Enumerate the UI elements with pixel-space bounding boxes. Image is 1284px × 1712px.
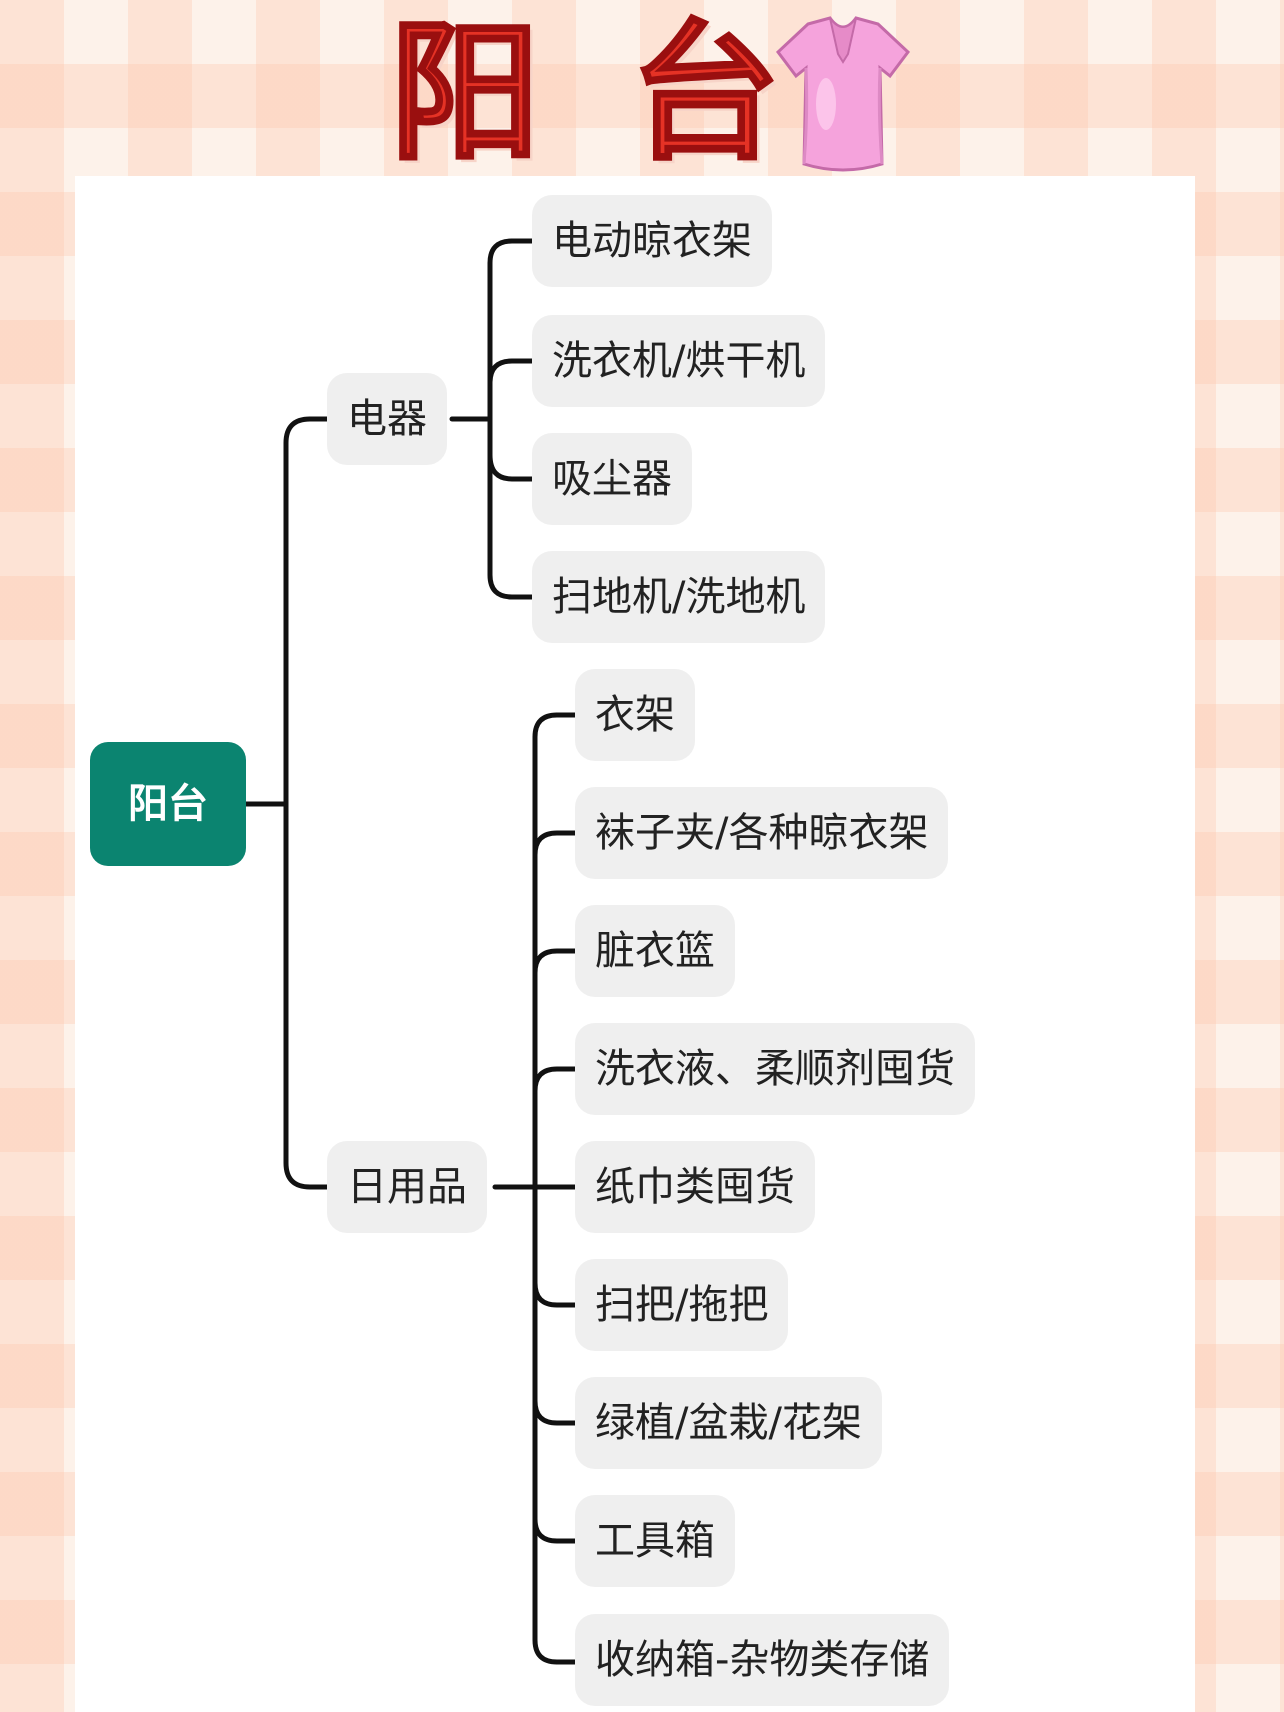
edge-daily-6 — [532, 1280, 578, 1308]
edge-daily-2 — [532, 830, 578, 858]
leaf-node[interactable]: 扫地机/洗地机 — [532, 551, 826, 643]
leaf-node[interactable]: 洗衣液、柔顺剂囤货 — [575, 1023, 975, 1115]
page-title: 阳 台 — [388, 7, 930, 181]
title-char-yang: 阳 — [388, 7, 541, 181]
blouse-icon — [775, 16, 911, 172]
edge-electric-bus — [487, 238, 515, 600]
branch-node-electric[interactable]: 电器 — [327, 373, 447, 465]
leaf-node[interactable]: 吸尘器 — [532, 433, 692, 525]
title-char-tai: 台 — [628, 7, 781, 181]
leaf-node[interactable]: 绿植/盆栽/花架 — [575, 1377, 882, 1469]
leaf-node[interactable]: 收纳箱-杂物类存储 — [575, 1614, 950, 1706]
leaf-node[interactable]: 电动晾衣架 — [532, 195, 772, 287]
leaf-node[interactable]: 纸巾类囤货 — [575, 1141, 815, 1233]
leaf-node[interactable]: 洗衣机/烘干机 — [532, 315, 826, 407]
edge-electric-2 — [487, 358, 535, 386]
edge-electric-3 — [487, 452, 535, 482]
edge-daily-7 — [532, 1398, 578, 1426]
edge-branch-electric — [283, 416, 330, 1190]
leaf-node[interactable]: 袜子夹/各种晾衣架 — [575, 787, 949, 879]
edge-daily-4 — [532, 1066, 578, 1094]
branch-node-daily[interactable]: 日用品 — [327, 1141, 487, 1233]
leaf-node[interactable]: 扫把/拖把 — [575, 1259, 789, 1351]
root-node[interactable]: 阳台 — [90, 742, 246, 866]
leaf-node[interactable]: 工具箱 — [575, 1495, 735, 1587]
edge-daily-3 — [532, 948, 578, 976]
edge-daily-8 — [532, 1516, 578, 1544]
edge-daily-bus — [532, 712, 560, 1665]
leaf-node[interactable]: 衣架 — [575, 669, 695, 761]
leaf-node[interactable]: 脏衣篮 — [575, 905, 735, 997]
